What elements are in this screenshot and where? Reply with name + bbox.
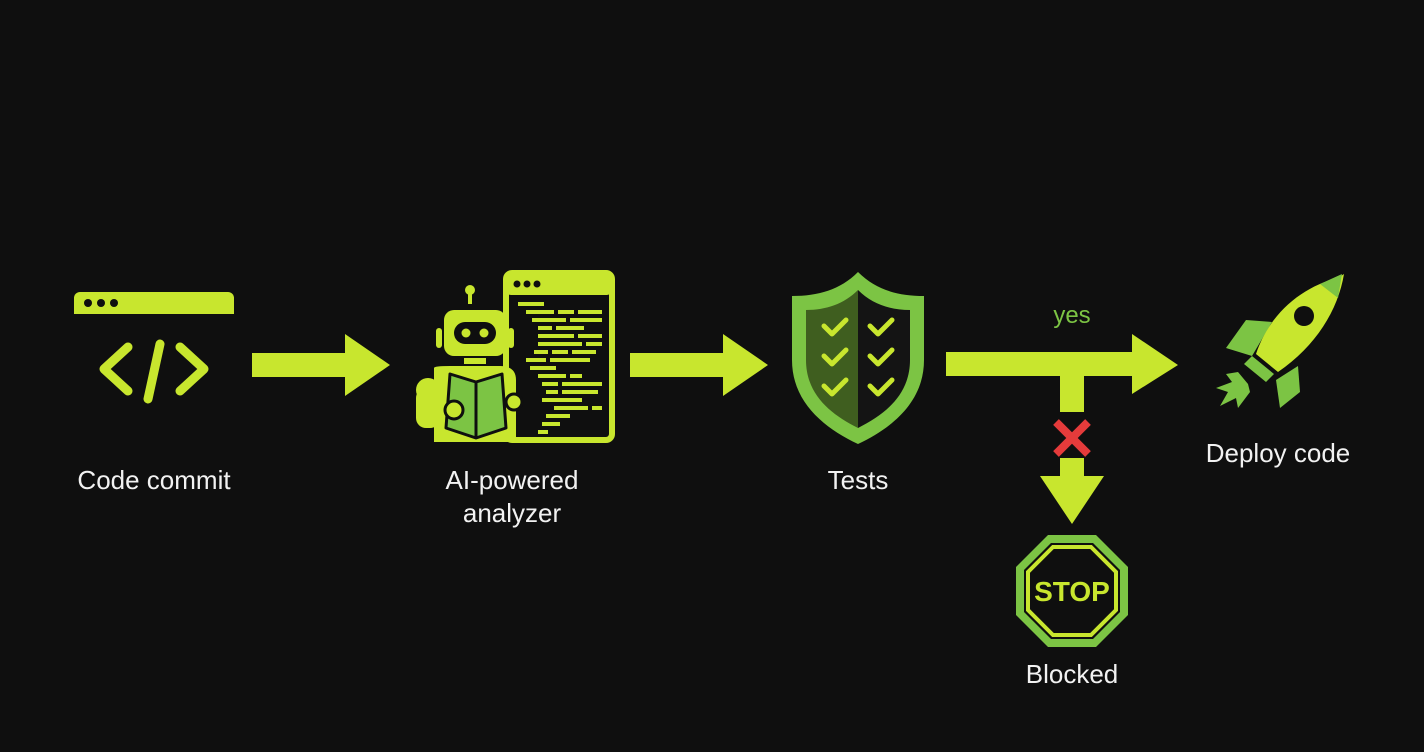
red-x-icon [1053, 419, 1091, 457]
node-label-deploy: Deploy code [1205, 438, 1351, 468]
stop-sign-text: STOP [1034, 576, 1110, 607]
edge-label-yes: yes [1053, 302, 1091, 329]
node-label-blocked: Blocked [1025, 659, 1119, 689]
node-label-ai-analyzer-line2: analyzer [462, 498, 562, 528]
node-label-code-commit: Code commit [77, 465, 231, 495]
arrow-tests-branch [946, 334, 1178, 524]
stop-sign-icon: STOP [1016, 535, 1128, 647]
node-label-tests: Tests [827, 465, 889, 495]
arrow-commit-to-analyzer [252, 334, 390, 396]
shield-checklist-icon [792, 272, 924, 444]
arrow-tests-to-deploy [946, 334, 1178, 394]
node-label-ai-analyzer-line1: AI-powered [445, 465, 579, 495]
node-label-ai-analyzer: AI-powered analyzer [412, 464, 612, 530]
arrow-analyzer-to-tests [630, 334, 768, 396]
robot-reading-icon [416, 270, 615, 443]
rocket-icon [1216, 274, 1344, 408]
code-window-icon [74, 292, 234, 404]
branch-stem-upper [1060, 374, 1084, 412]
arrow-tests-to-blocked [1040, 458, 1104, 524]
